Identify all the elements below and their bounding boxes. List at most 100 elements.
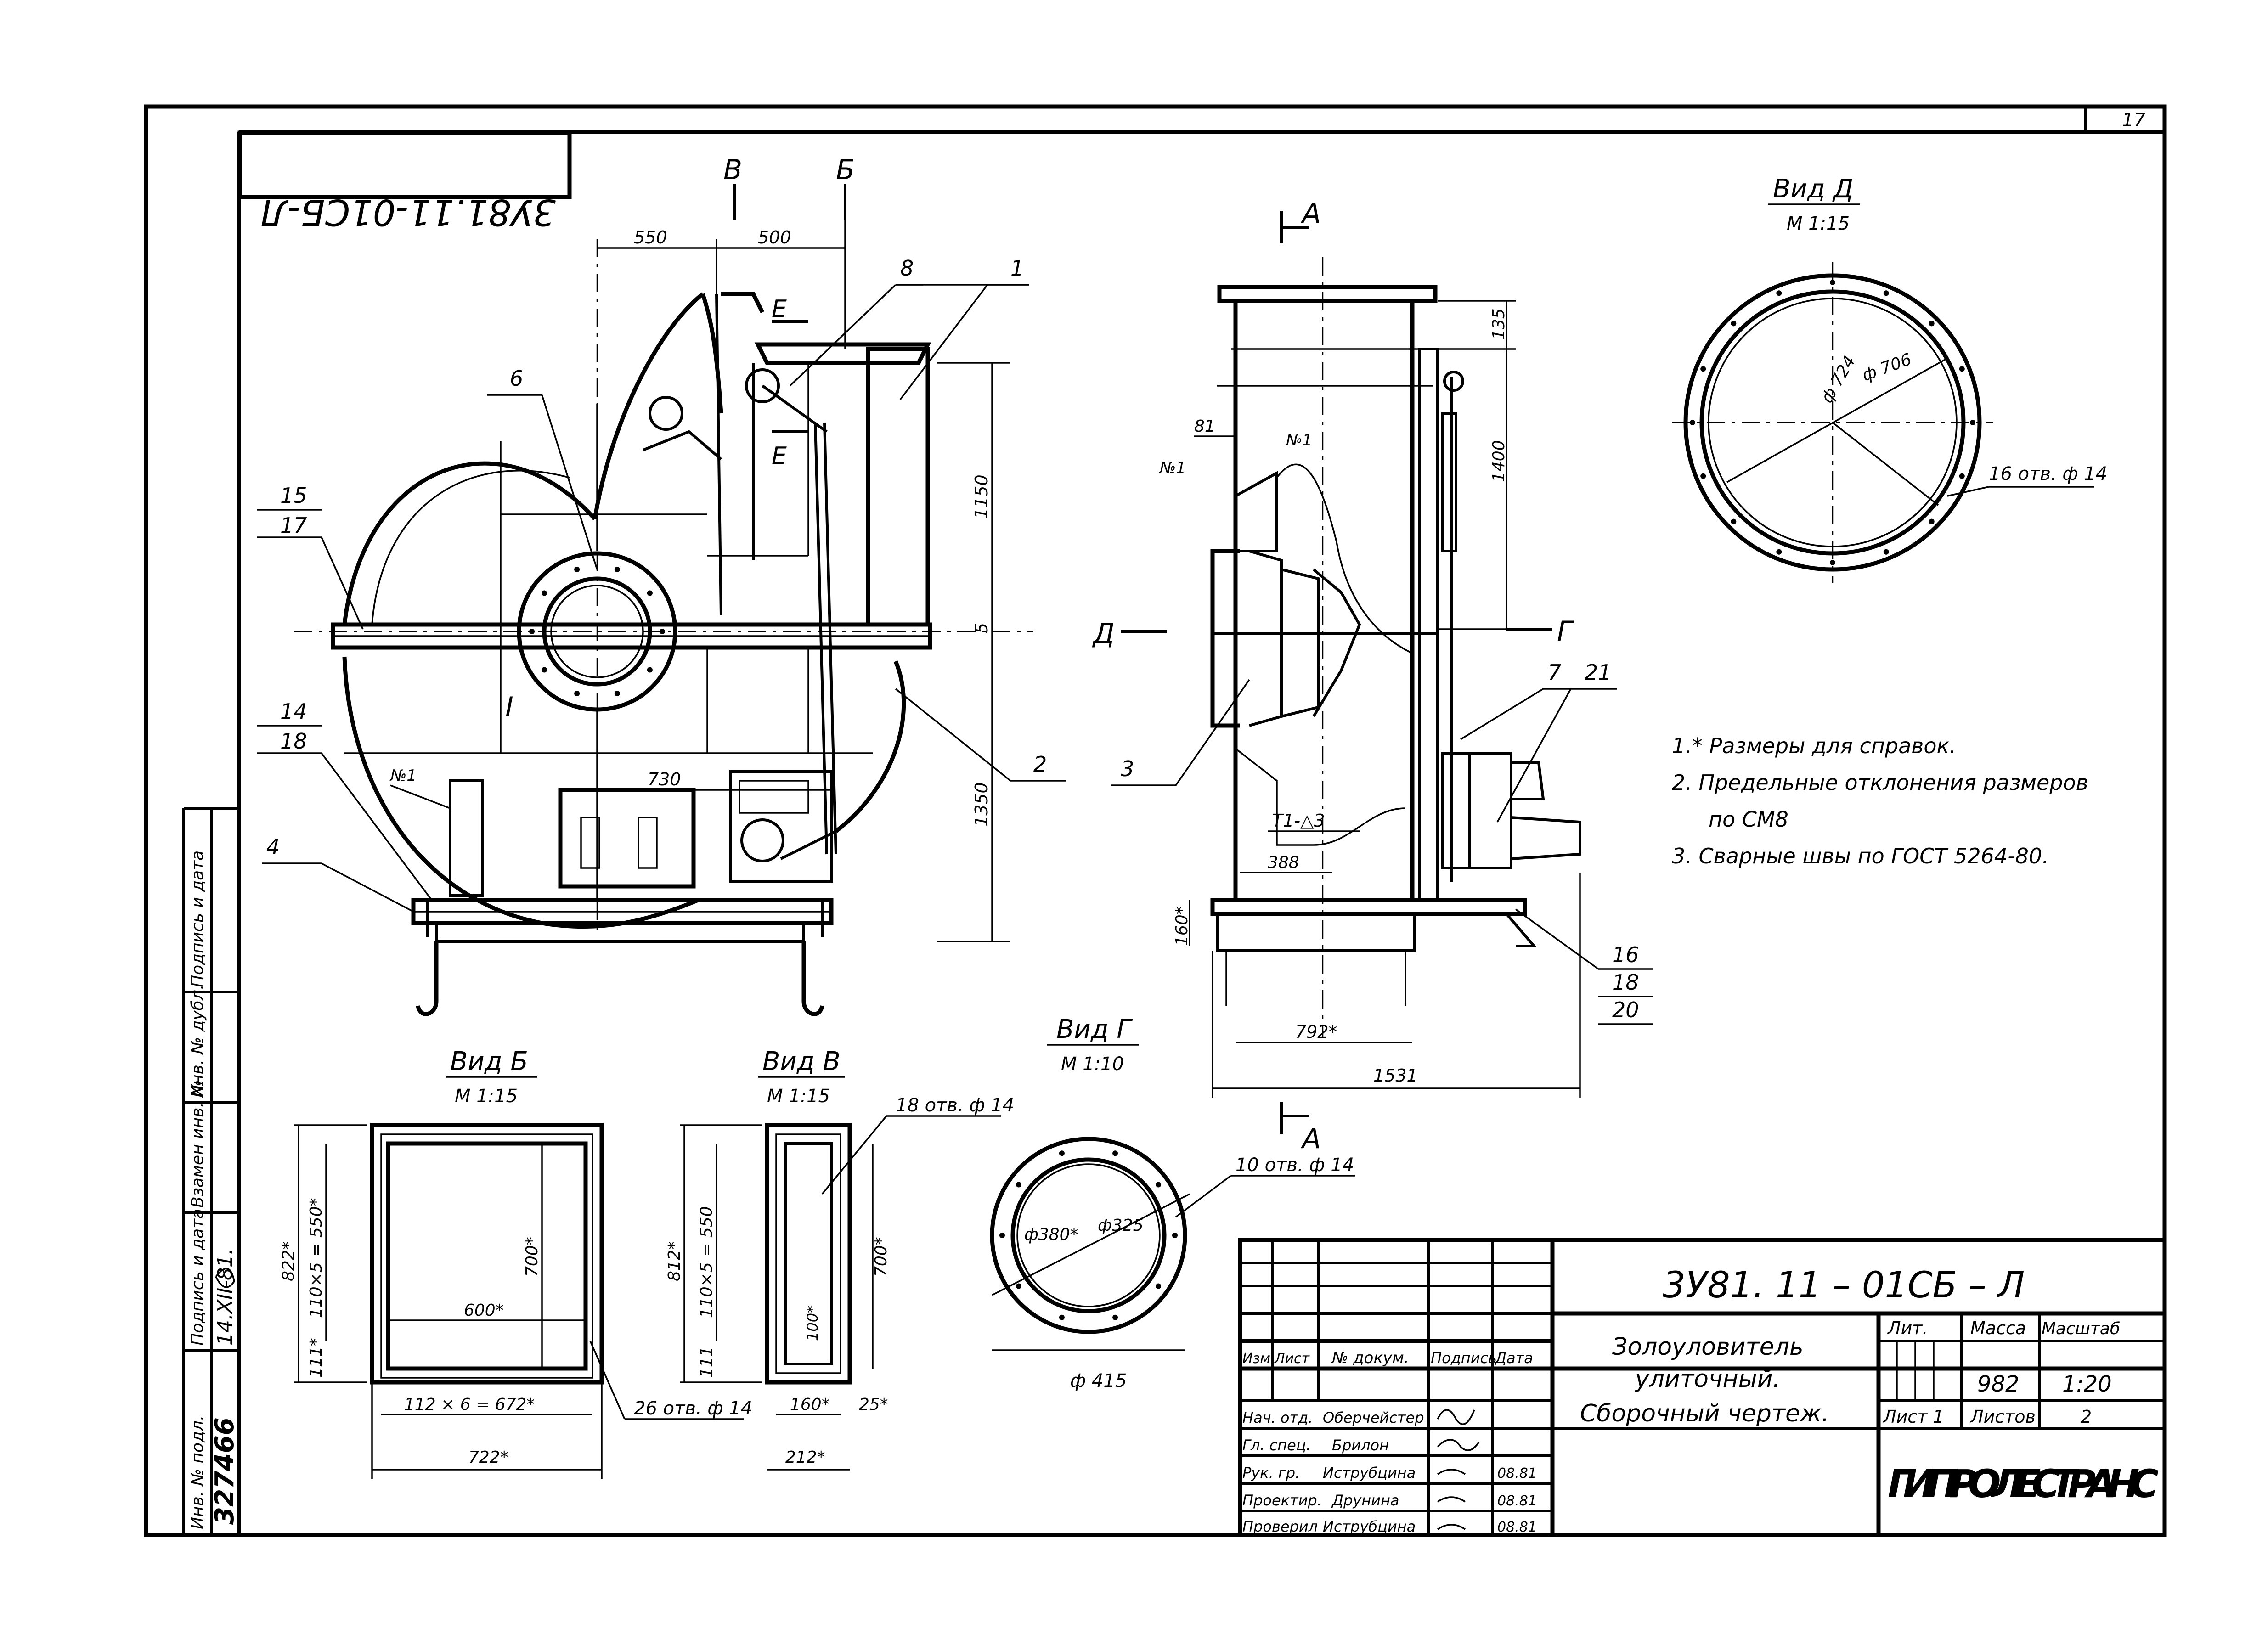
bolt-hole-main-flange xyxy=(574,566,580,572)
product-name-1: Золоуловитель xyxy=(1612,1333,1804,1361)
vid-b-600: 600* xyxy=(464,1301,504,1320)
lit-label: Лит. xyxy=(1887,1318,1928,1338)
row-name-2: Иструбцина xyxy=(1323,1464,1416,1482)
bolt-hole-vid-d xyxy=(1731,518,1737,524)
bolt-hole-vid-d xyxy=(1883,290,1889,296)
bolt-hole-vid-g xyxy=(1156,1283,1162,1289)
col-list: Лист xyxy=(1274,1351,1310,1367)
callout-14: 14 xyxy=(280,699,307,724)
row-date-4: 08.81 xyxy=(1497,1519,1537,1535)
bolt-hole-vid-d xyxy=(1959,473,1965,479)
bolt-hole-vid-d xyxy=(1731,321,1737,327)
view-b: Вид Б М 1:15 822* 110×5 = 550* 111* 700*… xyxy=(279,1047,752,1479)
dim-550: 550 xyxy=(634,227,667,248)
side-weld-1b: №1 xyxy=(1285,431,1312,450)
title-block: 3У81. 11 – 01СБ – Л Золоуловитель улиточ… xyxy=(1238,1238,2167,1537)
row-name-4: Иструбцина xyxy=(1323,1518,1416,1535)
callout-2: 2 xyxy=(1033,752,1047,777)
vid-b-title: Вид Б xyxy=(450,1047,528,1076)
bolt-hole-vid-d xyxy=(1970,420,1975,425)
section-mark-a-top: А xyxy=(1300,197,1321,230)
bolt-hole-main-flange xyxy=(647,667,653,673)
bolt-hole-main-flange xyxy=(529,629,535,634)
side-callout-20: 20 xyxy=(1612,997,1639,1022)
scale-value: 1:20 xyxy=(2062,1371,2112,1397)
bolt-hole-vid-g xyxy=(1016,1182,1021,1188)
row-name-1: Брилон xyxy=(1332,1437,1389,1454)
vid-v-212: 212* xyxy=(785,1448,825,1467)
strip-label-inv: Инв. № подл. xyxy=(188,1415,207,1529)
row-name-3: Друнина xyxy=(1331,1492,1399,1509)
vid-b-822: 822* xyxy=(279,1241,298,1281)
side-callout-16: 16 xyxy=(1612,942,1639,967)
bolt-hole-vid-d xyxy=(1883,549,1889,555)
bolt-hole-main-flange xyxy=(574,691,580,697)
bolt-hole-main-flange xyxy=(542,667,547,673)
section-mark-v: В xyxy=(723,154,742,186)
vid-v-812: 812* xyxy=(665,1241,684,1281)
row-role-3: Проектир. xyxy=(1242,1492,1322,1509)
product-name-3: Сборочный чертеж. xyxy=(1580,1400,1829,1427)
bolt-hole-main-flange xyxy=(542,590,547,596)
vid-v-holes: 18 отв. ф 14 xyxy=(896,1095,1014,1116)
section-mark-i: I xyxy=(505,691,513,723)
main-view: 550 500 1150 5 1350 730 В Б Е Е I 6 8 1 … xyxy=(257,154,1066,1016)
weld-symbol: Т1-△3 xyxy=(1272,811,1325,831)
weld-mark-1: №1 xyxy=(389,766,417,785)
bolt-hole-vid-d xyxy=(1929,321,1935,327)
col-doc: № докум. xyxy=(1331,1349,1409,1367)
callout-4: 4 xyxy=(266,834,280,859)
bolt-hole-vid-d xyxy=(1700,473,1706,479)
vid-v-550: 110×5 = 550 xyxy=(697,1206,716,1318)
side-view: 135 1400 81 388 160* 792* 1531 А А Д Г 3… xyxy=(1092,197,1653,1155)
vid-g-title: Вид Г xyxy=(1056,1014,1133,1044)
bolt-hole-main-flange xyxy=(647,590,653,596)
vid-g-415: ф 415 xyxy=(1070,1370,1127,1392)
side-dim-1531: 1531 xyxy=(1373,1065,1418,1086)
bolt-hole-main-flange xyxy=(660,629,665,634)
bolt-hole-main-flange xyxy=(614,691,620,697)
dim-1150: 1150 xyxy=(971,474,992,519)
vid-b-550: 110×5 = 550* xyxy=(307,1198,326,1318)
mass-value: 982 xyxy=(1977,1371,2020,1397)
rotated-code: 3У81.11-01СБ-Л xyxy=(260,191,556,232)
vid-g-scale: М 1:10 xyxy=(1061,1054,1124,1075)
row-role-2: Рук. гр. xyxy=(1242,1464,1300,1482)
dim-5: 5 xyxy=(971,623,992,634)
dim-500: 500 xyxy=(758,227,791,248)
note-3: 3. Сварные швы по ГОСТ 5264-80. xyxy=(1672,844,2049,868)
bolt-hole-main-flange xyxy=(614,566,620,572)
vid-v-700: 700* xyxy=(872,1237,891,1277)
sheets-label: Листов xyxy=(1969,1407,2036,1427)
product-name-2: улиточный. xyxy=(1634,1365,1780,1393)
vid-b-672: 112 × 6 = 672* xyxy=(404,1395,535,1414)
stamp-code: 3У81. 11 – 01СБ – Л xyxy=(1663,1265,2025,1306)
bolt-hole-vid-d xyxy=(1959,366,1965,372)
page-number: 17 xyxy=(2122,110,2145,131)
side-dim-1400: 1400 xyxy=(1489,440,1508,482)
side-dim-160: 160* xyxy=(1173,906,1191,946)
callout-17: 17 xyxy=(280,513,307,538)
callout-6: 6 xyxy=(510,366,523,391)
side-callout-21: 21 xyxy=(1585,660,1612,685)
vid-v-100: 100* xyxy=(804,1306,821,1341)
view-v: Вид В М 1:15 812* 110×5 = 550 111 700* 1… xyxy=(665,1047,1014,1471)
view-g: Вид Г М 1:10 ф380* ф325 ф 415 10 отв. ф … xyxy=(990,1014,1355,1392)
note-2b: по СМ8 xyxy=(1709,807,1788,832)
sheet-label: Лист 1 xyxy=(1882,1407,1944,1427)
section-mark-e2: Е xyxy=(772,442,787,470)
section-mark-a-bottom: А xyxy=(1300,1123,1321,1155)
vid-v-scale: М 1:15 xyxy=(767,1086,830,1107)
vid-d-d706: ф 706 xyxy=(1860,350,1914,385)
vid-d-scale: М 1:15 xyxy=(1787,213,1850,234)
bolt-hole-vid-g xyxy=(1059,1314,1065,1320)
side-dim-81: 81 xyxy=(1194,417,1215,436)
row-role-1: Гл. спец. xyxy=(1242,1437,1311,1454)
col-sign: Подпись xyxy=(1431,1349,1497,1367)
section-mark-d: Д xyxy=(1092,618,1115,650)
vid-v-160: 160* xyxy=(790,1395,830,1414)
vid-v-25: 25* xyxy=(859,1395,888,1414)
vid-d-title: Вид Д xyxy=(1773,174,1853,204)
bolt-hole-vid-g xyxy=(1016,1283,1021,1289)
